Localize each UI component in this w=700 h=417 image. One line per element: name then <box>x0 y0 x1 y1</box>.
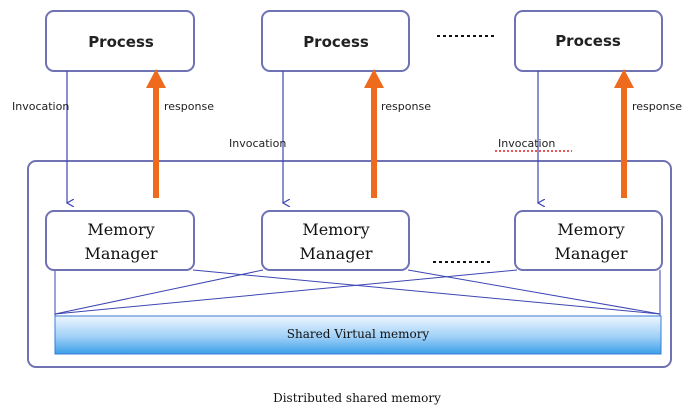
response-label: response <box>632 100 682 113</box>
memory-manager-label-line2: Manager <box>299 244 372 263</box>
shared-memory-label: Shared Virtual memory <box>287 327 430 341</box>
connection-line <box>192 269 661 315</box>
connection-line <box>54 269 264 315</box>
connection-line <box>54 269 518 315</box>
response-arrow <box>614 69 634 198</box>
response-arrow <box>364 69 384 198</box>
process-label: Process <box>303 33 369 51</box>
process-box: Process <box>514 10 663 72</box>
invocation-label: Invocation <box>229 137 286 150</box>
connection-line <box>407 269 661 315</box>
response-arrow <box>146 69 166 198</box>
response-label: response <box>381 100 431 113</box>
memory-manager-label-line2: Manager <box>84 244 157 263</box>
process-label: Process <box>88 33 154 51</box>
memory-manager-label-line1: Memory <box>302 220 369 239</box>
process-box: Process <box>261 10 410 72</box>
invocation-label: Invocation <box>12 100 69 113</box>
memory-manager-box: Memory Manager <box>514 210 663 271</box>
memory-manager-box: Memory Manager <box>45 210 195 271</box>
memory-manager-label-line2: Manager <box>554 244 627 263</box>
outer-container <box>27 160 672 368</box>
diagram-caption: Distributed shared memory <box>273 391 441 405</box>
response-label: response <box>164 100 214 113</box>
memory-manager-label-line1: Memory <box>87 220 154 239</box>
shared-virtual-memory: Shared Virtual memory <box>54 315 662 355</box>
process-box: Process <box>45 10 195 72</box>
process-label: Process <box>555 32 621 50</box>
memory-manager-box: Memory Manager <box>261 210 410 271</box>
memory-manager-label-line1: Memory <box>557 220 624 239</box>
invocation-label: Invocation <box>498 137 555 150</box>
